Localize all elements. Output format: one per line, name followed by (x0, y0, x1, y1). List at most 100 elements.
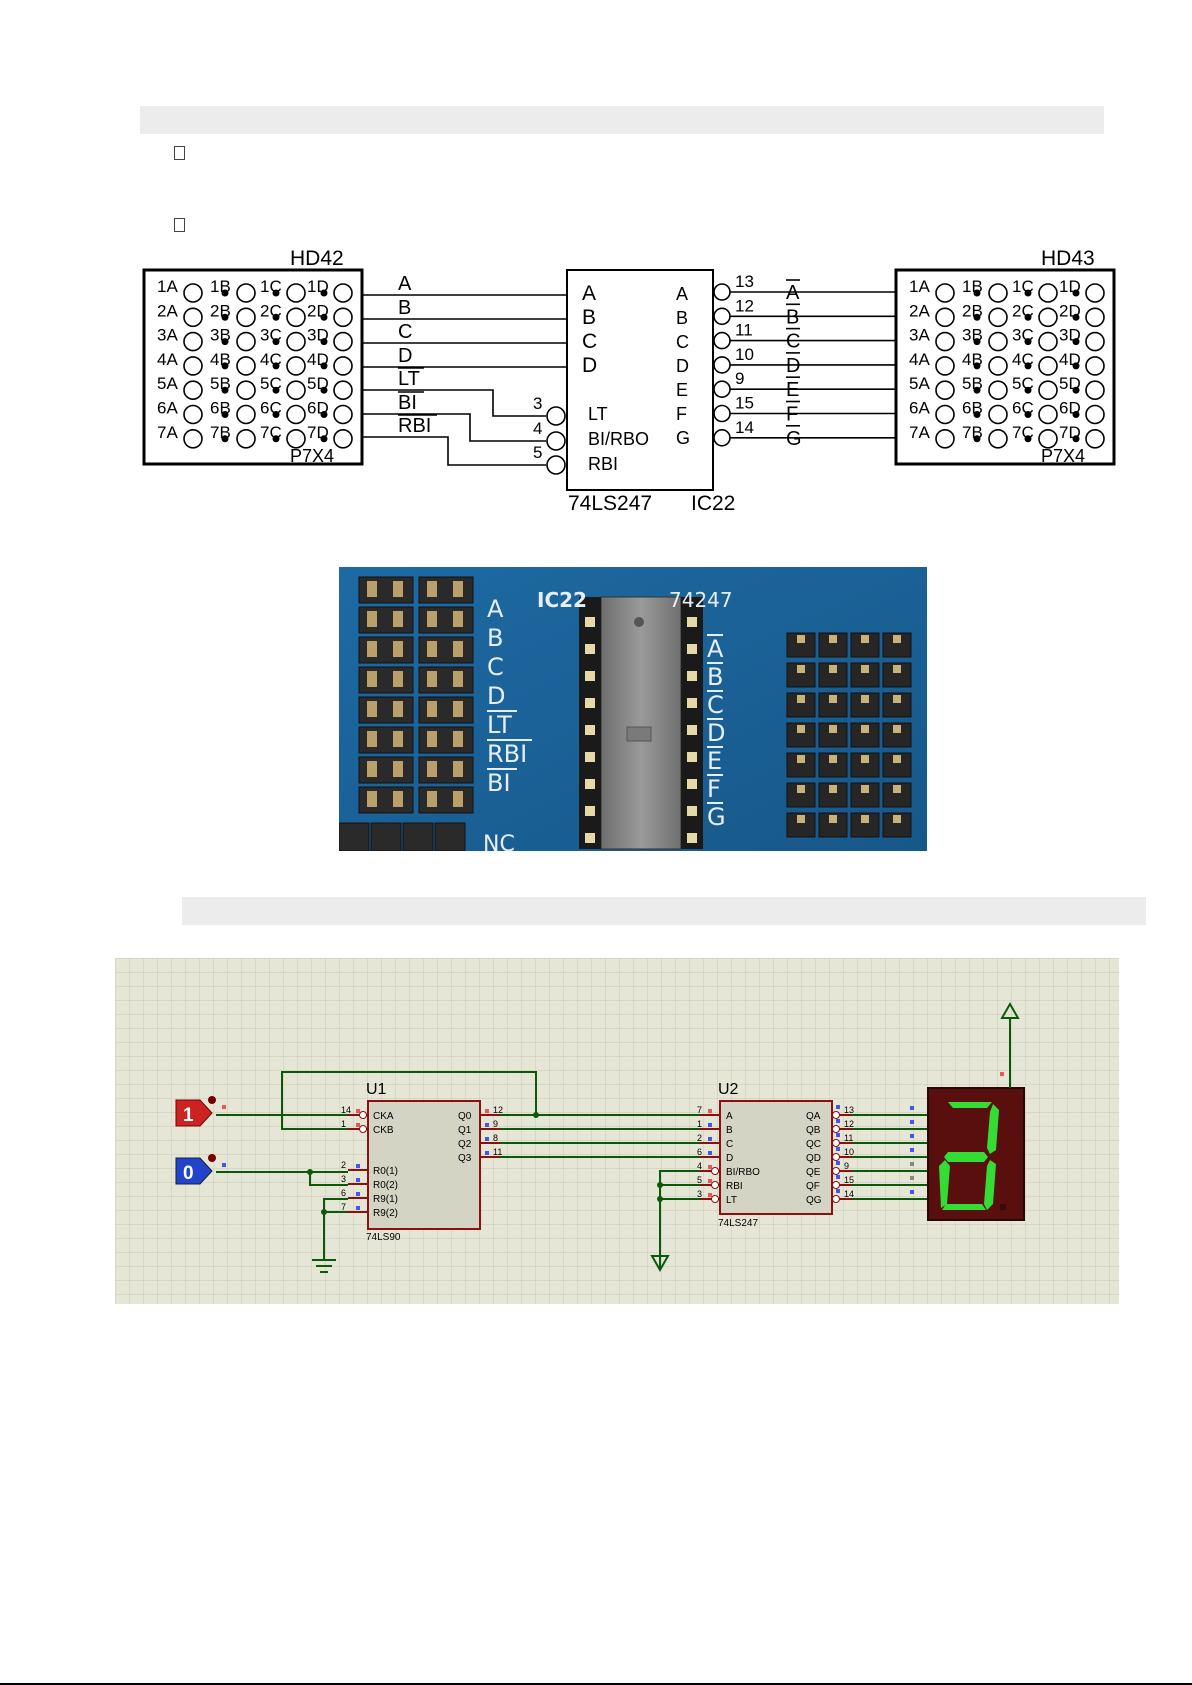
header-pin (453, 581, 463, 597)
segment-c (984, 1160, 996, 1210)
junction-dot (221, 386, 229, 394)
pin-state-indicator (708, 1109, 712, 1113)
pin-label: 4A (909, 350, 930, 369)
decimal-point (1000, 1204, 1006, 1210)
header-pin (427, 581, 437, 597)
u1-pin-number: 7 (341, 1202, 346, 1212)
photo-right-label: A (707, 635, 724, 663)
socket-pin (585, 779, 595, 789)
header-pin (453, 611, 463, 627)
header-pin (829, 695, 837, 703)
u1-pin-name: R9(1) (373, 1194, 398, 1205)
pin-label: 5A (909, 374, 930, 393)
inversion-bubble (546, 431, 566, 451)
header-block (402, 822, 434, 851)
header-pin (797, 725, 805, 733)
u1-pin-name: R0(2) (373, 1180, 398, 1191)
u2-ref: U2 (718, 1081, 739, 1098)
header-pin (797, 755, 805, 763)
inversion-bubble (832, 1153, 840, 1161)
inversion-bubble (711, 1181, 719, 1189)
junction-dot (1024, 289, 1032, 297)
probe-dot (208, 1096, 216, 1104)
header-pin (797, 665, 805, 673)
junction-dot (272, 386, 280, 394)
header-pin (935, 380, 955, 401)
signal-label: D (786, 355, 800, 377)
inversion-bubble (832, 1111, 840, 1119)
u1-pin-number: 14 (341, 1105, 351, 1115)
header-pin (367, 641, 377, 657)
junction-dot (973, 435, 981, 443)
u2-pin-number: 12 (844, 1119, 854, 1129)
junction-dot (1024, 435, 1032, 443)
pin-number: 15 (735, 394, 754, 413)
pin-label: 7A (909, 423, 930, 442)
page-bottom-rule (0, 1683, 1192, 1685)
u1-part: 74LS90 (366, 1232, 401, 1243)
header-pin (393, 701, 403, 717)
pin-number: 3 (533, 394, 542, 413)
pin-label: 6A (157, 399, 178, 418)
inversion-bubble (832, 1195, 840, 1203)
junction-dot (320, 411, 328, 418)
header-pin (427, 611, 437, 627)
u2-pin-number: 1 (697, 1119, 702, 1129)
header-pin (1038, 404, 1058, 425)
pin-state-indicator (222, 1105, 226, 1109)
u2-pin-name: QG (806, 1195, 822, 1206)
header-pin (333, 356, 353, 376)
header-pin (183, 404, 203, 425)
signal-label: B (786, 306, 799, 328)
header-pin (393, 611, 403, 627)
header-pin (333, 404, 353, 425)
header-pin (861, 755, 869, 763)
chip-input-label: B (582, 306, 596, 329)
pin-number: 5 (533, 443, 542, 462)
junction-dot (1072, 313, 1080, 321)
header-pin (861, 695, 869, 703)
junction-dot (973, 338, 981, 346)
header-pin (829, 755, 837, 763)
header-pin (893, 815, 901, 823)
pin-state-indicator (708, 1179, 712, 1183)
chip-ref-label: IC22 (691, 492, 735, 515)
header-pin (286, 283, 306, 303)
socket-pin (585, 671, 595, 681)
chip-input-label: D (582, 354, 597, 377)
header-pin (988, 307, 1008, 328)
chip-output-label: A (676, 284, 688, 304)
header-pin (367, 671, 377, 687)
photo-right-label: B (707, 663, 723, 691)
inversion-bubble (711, 1195, 719, 1203)
junction-dot (320, 435, 328, 443)
inversion-bubble (711, 1167, 719, 1175)
header-pin (935, 283, 955, 303)
header-pin (861, 665, 869, 673)
u2-pin-number: 14 (844, 1189, 854, 1199)
header-pin (367, 611, 377, 627)
header-pin (829, 785, 837, 793)
junction-dot (1072, 411, 1080, 418)
header-pin (988, 428, 1008, 449)
header-pin (286, 428, 306, 449)
header-pin (1085, 428, 1105, 449)
header-pin (427, 731, 437, 747)
header-block (786, 722, 816, 748)
pin-state-indicator (356, 1178, 360, 1182)
hd43-label: HD43 (1041, 247, 1095, 270)
signal-label: D (398, 345, 412, 367)
control-wire (362, 413, 546, 442)
pin-state-indicator (910, 1106, 914, 1110)
junction-dot (272, 289, 280, 297)
pin-state-indicator (708, 1137, 712, 1141)
header-pin (893, 755, 901, 763)
header-pin (1038, 428, 1058, 449)
pin-state-indicator (1000, 1072, 1004, 1076)
header-pin (453, 731, 463, 747)
logic-low-source (175, 1157, 213, 1185)
header-pin (893, 785, 901, 793)
pin-label: 5A (157, 374, 178, 393)
